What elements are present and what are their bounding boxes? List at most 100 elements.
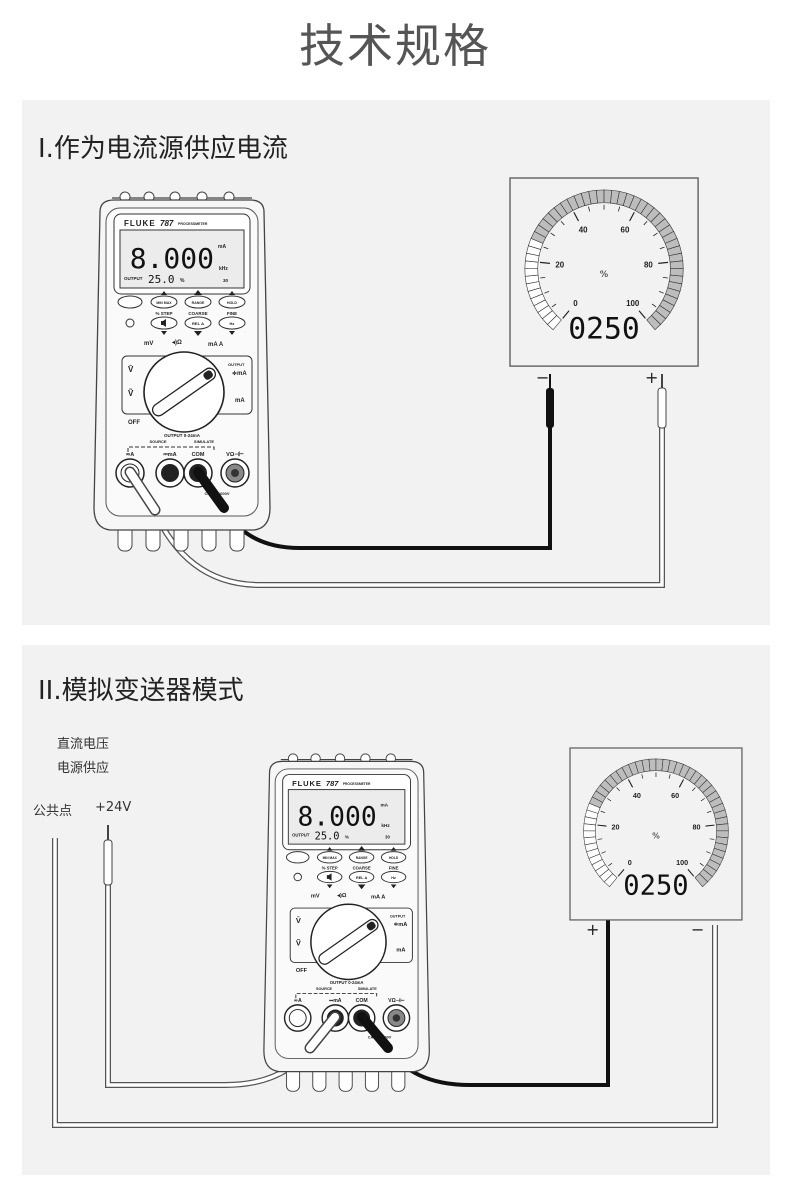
gauge-tick-label: 0 — [573, 299, 578, 308]
minus-terminal-label: − — [691, 920, 704, 939]
dial-vdc-label: V̄ — [296, 916, 301, 925]
reading-unit: mA — [218, 244, 226, 250]
dial-off-label: OFF — [296, 968, 308, 974]
gauge-tick — [627, 779, 634, 788]
gauge-tick — [588, 206, 591, 212]
jack-ma[interactable] — [155, 458, 185, 488]
common-wire — [52, 838, 718, 1128]
jack-ma-label: ⎓mA — [163, 452, 176, 458]
range-button[interactable] — [184, 295, 212, 309]
gauge-tick — [617, 869, 625, 877]
gauge-tick — [540, 276, 546, 279]
gauge-segment — [715, 823, 729, 832]
gauge-tick — [658, 290, 664, 294]
gauge-tick — [638, 310, 646, 319]
dc-voltage-label: 直流电压 — [57, 737, 110, 752]
min-max-label: MIN MAX — [156, 301, 172, 305]
gauge-tick — [618, 206, 621, 212]
main-reading: 8.000 — [130, 242, 214, 275]
black-probe — [546, 374, 554, 428]
small-indicator: 30 — [223, 278, 229, 283]
dial-pointer — [151, 367, 217, 417]
min-max-button[interactable] — [150, 295, 178, 309]
output-range-label: OUTPUT 0-24mA — [330, 980, 364, 985]
output-value: 25.0 — [148, 273, 175, 286]
gauge-tick — [597, 838, 603, 840]
jack-a[interactable] — [283, 1004, 312, 1032]
blank-button[interactable] — [285, 851, 310, 864]
gauge-tick-label: 80 — [692, 823, 700, 832]
dial-vac-label: Ṽ — [128, 389, 134, 398]
jack-v-label: VΩ⊣⊢ — [388, 996, 405, 1004]
gauge-tick — [653, 232, 658, 237]
plus-24v-label: +24V — [95, 800, 132, 815]
hold-label: HOLD — [227, 301, 237, 305]
dial-simulate-ma-label: mA — [396, 947, 405, 953]
output-unit: % — [180, 278, 185, 284]
hz-button[interactable] — [218, 316, 246, 330]
backlight-icon[interactable] — [125, 318, 135, 328]
dial-ma-label: mA A — [371, 895, 385, 901]
gauge-tick — [629, 211, 635, 222]
jack-com-label: COM — [356, 998, 368, 1004]
multimeter: FLUKE 787 PROCESSMETER 8.000 mA kHz 30 O… — [263, 753, 430, 1092]
rel-button[interactable] — [348, 870, 375, 884]
gauge-tick-label: 100 — [676, 858, 688, 867]
hold-button[interactable] — [380, 851, 407, 864]
white-probe — [657, 374, 667, 429]
jack-v-ohm[interactable] — [382, 1004, 411, 1032]
rel-label: REL Δ — [192, 321, 204, 326]
output-unit: % — [345, 834, 350, 839]
blank-button[interactable] — [117, 295, 143, 309]
gauge-digital-display: 0250 — [568, 311, 640, 346]
gauge-tick — [607, 798, 612, 802]
dial-off-label: OFF — [128, 420, 140, 426]
gauge-tick — [706, 851, 711, 854]
dial-mv-label: mV — [311, 894, 320, 900]
range-label: RANGE — [192, 301, 205, 305]
dial-output-ma-label: ≑mA — [394, 921, 408, 928]
gauge-tick — [600, 810, 606, 814]
gauge-tick-label: 40 — [633, 791, 641, 800]
gauge-tick — [662, 276, 668, 279]
gauge-tick — [668, 774, 671, 779]
output-label: OUTPUT — [292, 833, 310, 838]
dial-ma-label: mA A — [208, 342, 224, 348]
source-label: SOURCE — [149, 439, 166, 444]
gauge-tick-label: 20 — [611, 823, 619, 832]
dial-vac-label: Ṽ — [296, 939, 301, 948]
model-number: 787 — [160, 219, 174, 228]
output-value: 25.0 — [315, 830, 340, 842]
power-supply-label: 电源供应 — [57, 761, 110, 776]
gauge-tick — [551, 303, 557, 308]
min-max-label: MIN MAX — [323, 856, 338, 860]
plus-terminal-label: + — [586, 920, 599, 939]
gauge-tick — [687, 869, 695, 877]
gauge-tick — [706, 810, 712, 814]
backlight-icon[interactable] — [293, 872, 302, 882]
rel-button[interactable] — [184, 316, 212, 330]
gauge-segment — [595, 189, 605, 204]
gauge-tick — [560, 220, 565, 226]
min-max-button[interactable] — [316, 851, 343, 864]
jack-ma-label: ⎓mA — [329, 998, 342, 1004]
gauge-tick-label: 40 — [579, 226, 588, 235]
rotary-dial-area: mV ◂)Ω mA A OUTPUT ≑mA mA V̄ Ṽ OFF — [121, 340, 253, 433]
dial-output-label: OUTPUT — [390, 914, 406, 918]
gauge-tick-label: 100 — [626, 299, 640, 308]
model-subtitle: PROCESSMETER — [343, 782, 371, 786]
gauge-tick-label: 60 — [621, 226, 630, 235]
step-caption: % STEP — [155, 311, 172, 316]
range-button[interactable] — [348, 851, 375, 864]
dial-ohm-label: ◂)Ω — [336, 893, 347, 899]
speaker-icon — [326, 873, 332, 881]
page-title: 技术规格 — [299, 19, 491, 73]
hz-button[interactable] — [380, 870, 407, 884]
hold-button[interactable] — [218, 295, 246, 309]
step-caption: % STEP — [322, 866, 338, 871]
coarse-caption: COARSE — [188, 311, 207, 316]
gauge-tick — [658, 261, 669, 264]
jack-v-ohm[interactable] — [220, 458, 250, 488]
